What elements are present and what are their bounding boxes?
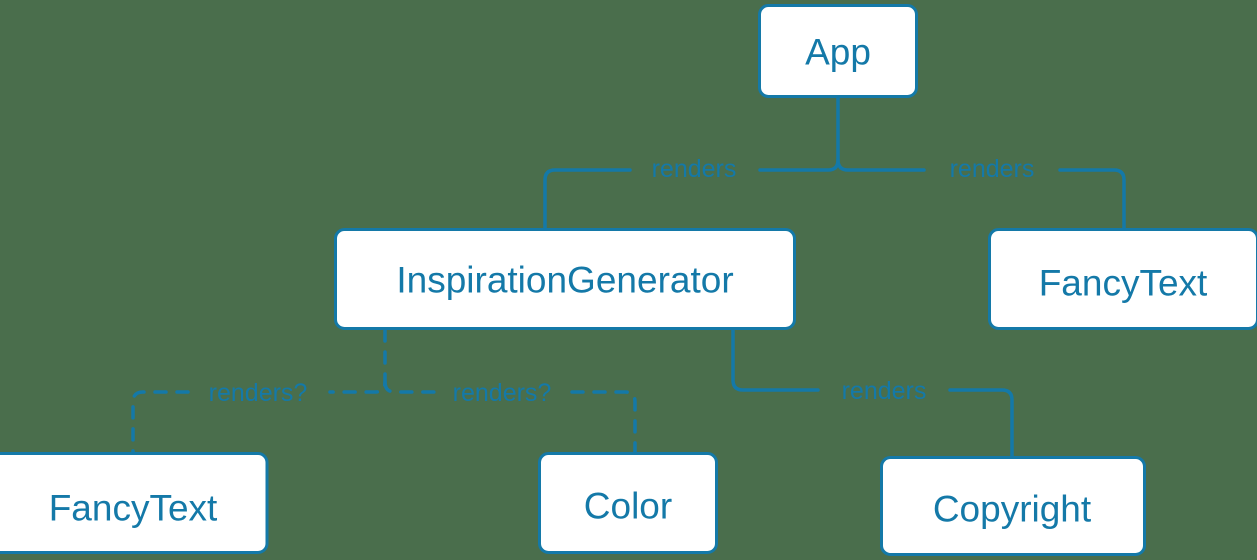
edge-app-fancytext bbox=[1058, 168, 1126, 230]
node-copyright-box[interactable] bbox=[880, 456, 1146, 556]
edge-inspiration-dashed-trunk-right bbox=[383, 380, 436, 394]
node-copyright-label: Copyright bbox=[933, 489, 1092, 530]
edge-inspiration-copyright bbox=[731, 328, 820, 392]
node-fancytext-top-box[interactable] bbox=[988, 228, 1257, 330]
node-fancytext-bottom-box[interactable] bbox=[0, 452, 269, 554]
node-color[interactable]: Color bbox=[538, 452, 718, 554]
edge-label-inspiration-color: renders? bbox=[453, 379, 552, 407]
node-fancytext-top[interactable]: FancyText bbox=[988, 228, 1257, 330]
edge-app-trunk bbox=[758, 96, 840, 172]
node-app-box[interactable] bbox=[758, 4, 918, 98]
node-color-box[interactable] bbox=[538, 452, 718, 554]
edge-label-inspiration-copyright: renders bbox=[842, 377, 927, 405]
node-copyright[interactable]: Copyright bbox=[880, 456, 1146, 556]
edge-layer bbox=[131, 96, 1126, 458]
node-app-label: App bbox=[805, 32, 871, 73]
node-color-label: Color bbox=[584, 486, 672, 527]
node-layer: App InspirationGenerator FancyText Fancy… bbox=[0, 4, 1257, 556]
edge-app-inspiration bbox=[543, 168, 632, 230]
edge-label-app-inspiration: renders bbox=[652, 155, 737, 183]
edge-inspiration-fancytext-bot bbox=[131, 390, 190, 454]
edge-app-trunk-right bbox=[836, 158, 926, 172]
edge-inspiration-copyright-tail bbox=[948, 388, 1014, 458]
edge-inspiration-dashed-trunk bbox=[328, 328, 387, 394]
edge-label-app-fancytext: renders bbox=[950, 155, 1035, 183]
edge-label-layer: renders renders renders? renders? render… bbox=[209, 155, 1035, 407]
node-fancytext-bottom-label: FancyText bbox=[49, 488, 218, 529]
node-app[interactable]: App bbox=[758, 4, 918, 98]
node-fancytext-bottom[interactable]: FancyText bbox=[0, 452, 269, 554]
node-inspiration-generator-box[interactable] bbox=[334, 228, 796, 330]
edge-inspiration-color bbox=[570, 390, 637, 454]
edge-label-inspiration-fancytext: renders? bbox=[209, 379, 308, 407]
node-fancytext-top-label: FancyText bbox=[1039, 263, 1208, 304]
node-inspiration-generator[interactable]: InspirationGenerator bbox=[334, 228, 796, 330]
node-inspiration-generator-label: InspirationGenerator bbox=[396, 260, 733, 301]
